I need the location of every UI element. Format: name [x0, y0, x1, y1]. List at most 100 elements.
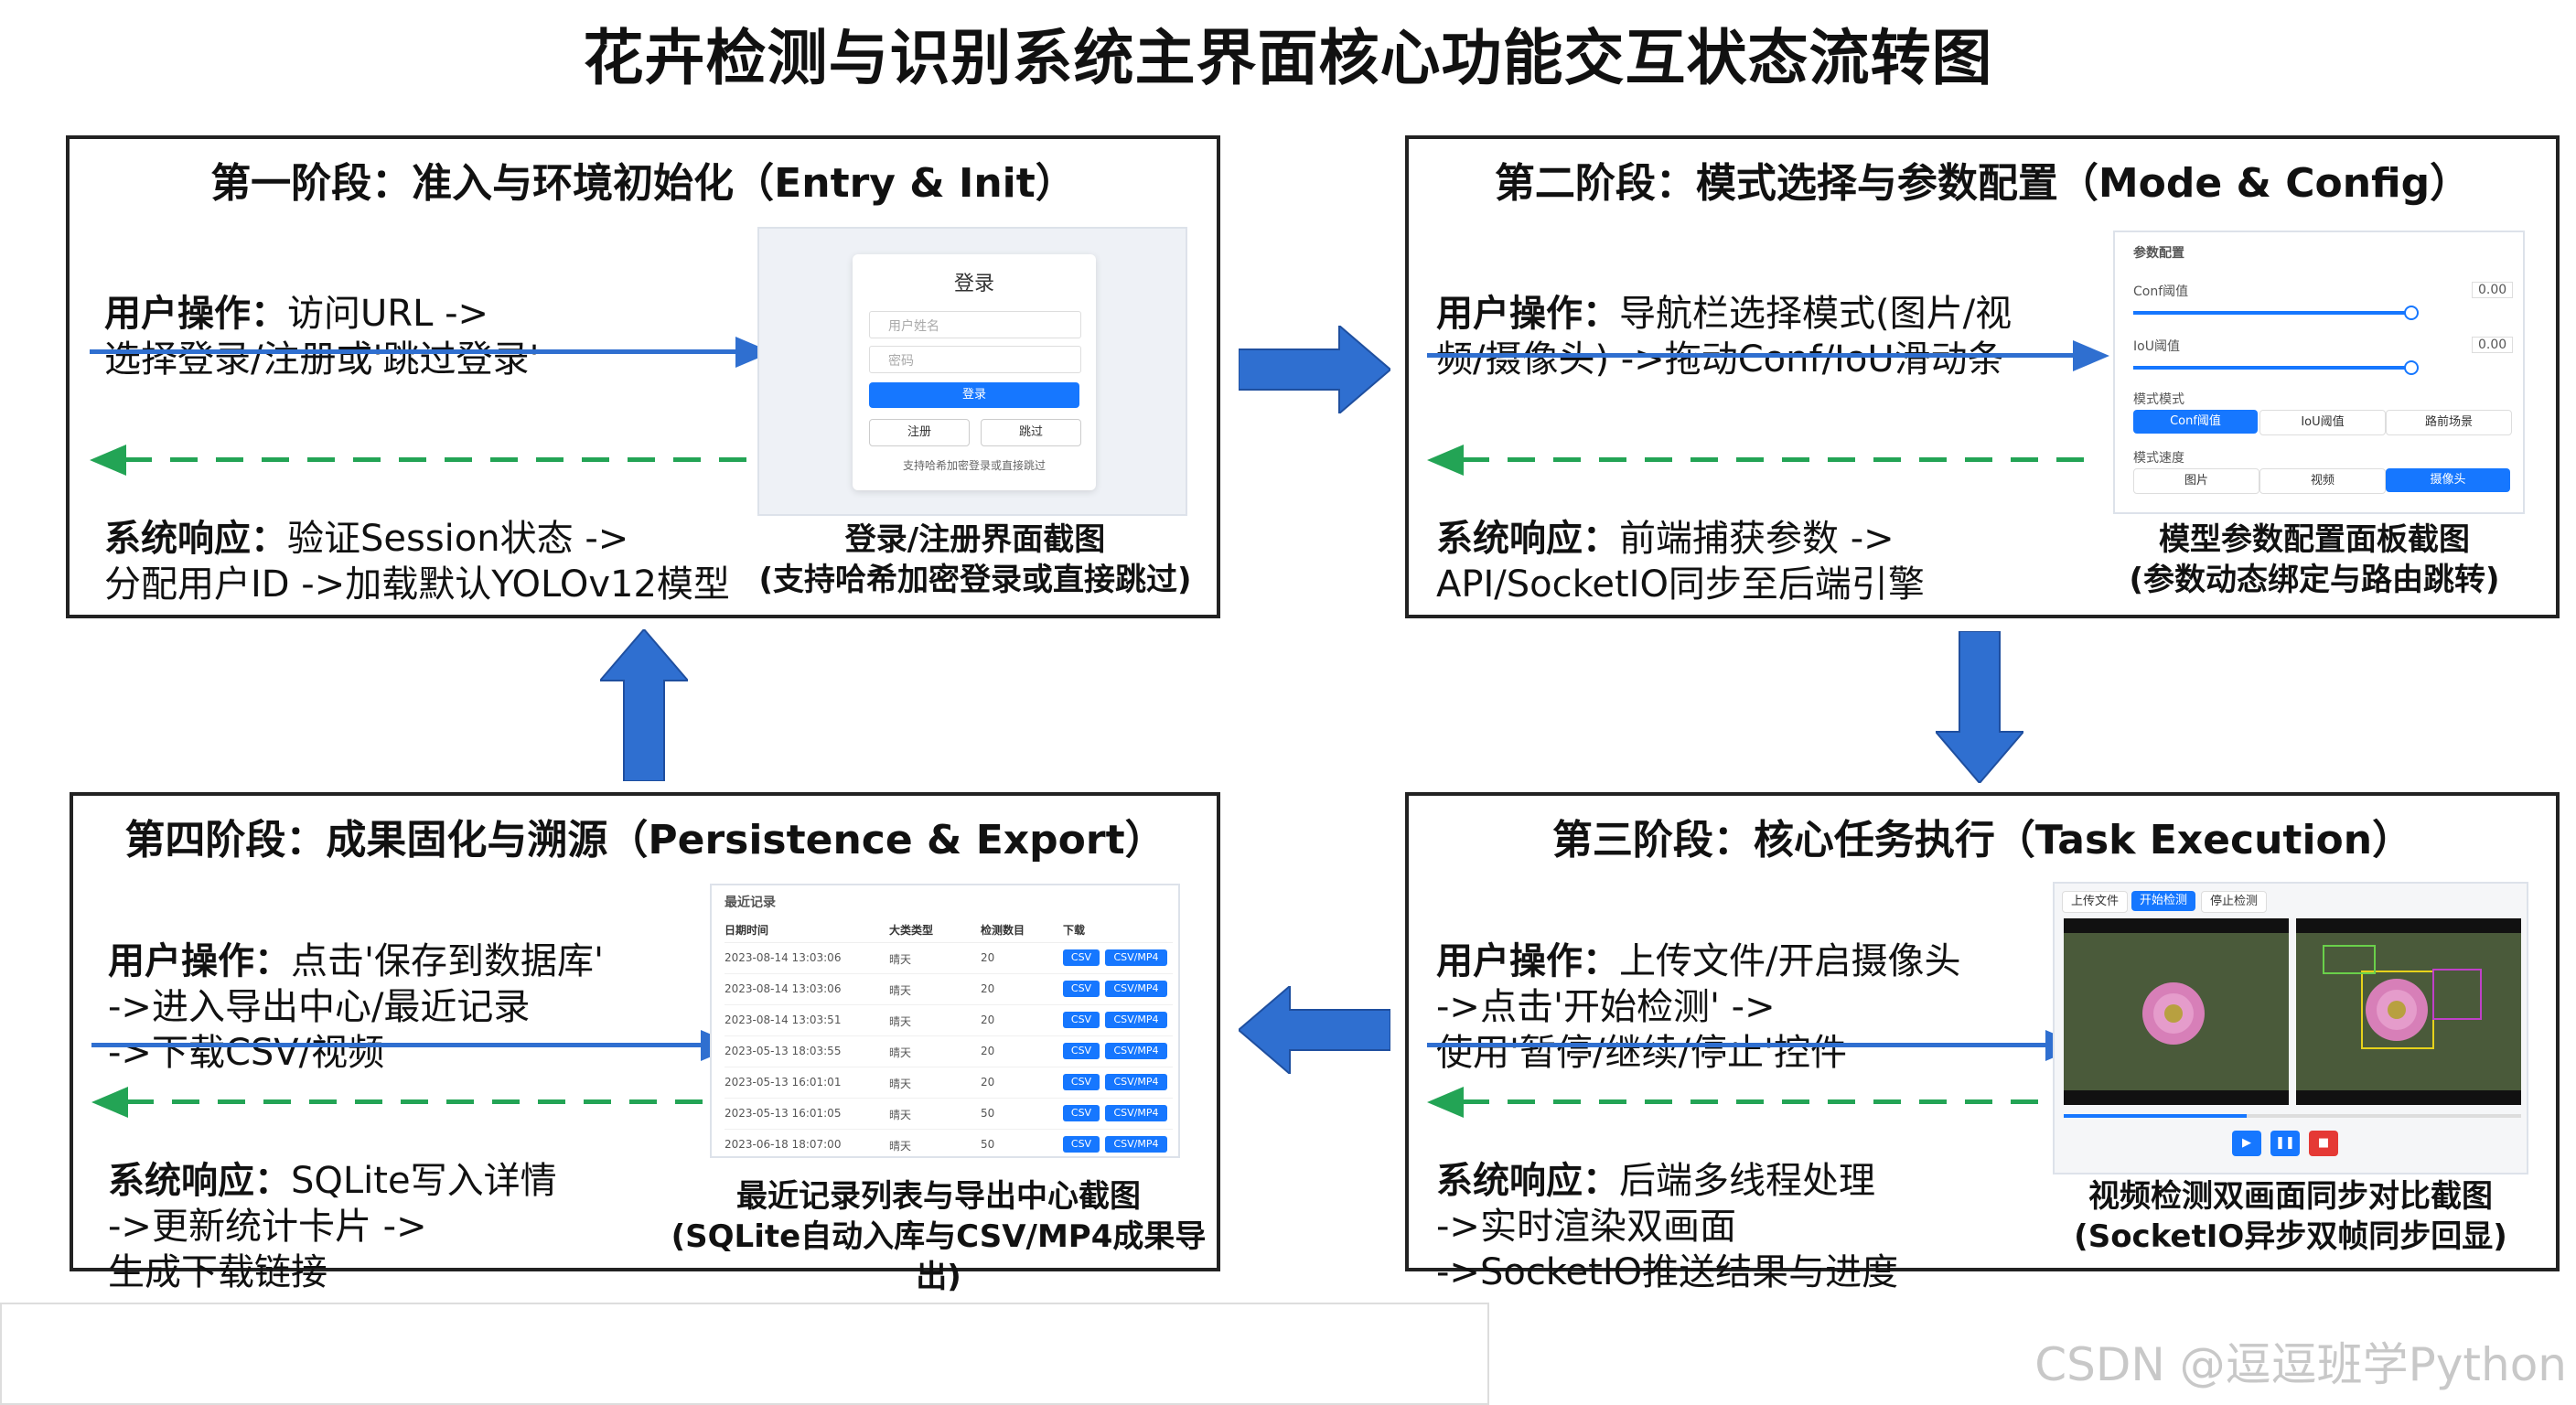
flow-arrow-down: [1936, 631, 2023, 783]
diagram-title: 花卉检测与识别系统主界面核心功能交互状态流转图: [583, 23, 1993, 93]
download-csv-button[interactable]: CSV: [1063, 981, 1100, 997]
password-placeholder: 密码: [888, 354, 914, 369]
user-op-text: 上传文件/开启摄像头 ->点击'开始检测' -> 使用'暂停/继续/停止'控件: [1436, 940, 1961, 1074]
speed-tab-video[interactable]: 视频: [2259, 468, 2386, 494]
stage-4-user-op: 用户操作：点击'保存到数据库' ->进入导出中心/最近记录 ->下载CSV/视频: [108, 893, 604, 1076]
mode-label: 模式模式: [2133, 392, 2184, 407]
stage-1-sys-resp: 系统响应：验证Session状态 -> 分配用户ID ->加载默认YOLOv12…: [104, 470, 730, 607]
flow-arrow-left: [1239, 986, 1390, 1074]
table-cell: 20: [981, 1014, 995, 1026]
stage-2-title: 第二阶段：模式选择与参数配置（Mode & Config）: [1494, 160, 2471, 207]
stage-2-caption: 模型参数配置面板截图 (参数动态绑定与路由跳转): [2129, 521, 2500, 598]
download-mp4-button[interactable]: CSV/MP4: [1105, 1074, 1167, 1090]
table-cell: 2023-05-13 18:03:55: [724, 1045, 842, 1057]
download-csv-button[interactable]: CSV: [1063, 1105, 1100, 1121]
watermark: CSDN @逗逗班学Python: [2034, 1338, 2567, 1391]
tab-upload[interactable]: 上传文件: [2062, 891, 2128, 913]
stage-1-caption: 登录/注册界面截图 (支持哈希加密登录或直接跳过): [758, 521, 1192, 598]
flow-arrow-up: [600, 629, 688, 781]
download-csv-button[interactable]: CSV: [1063, 1074, 1100, 1090]
sys-resp-text: 验证Session状态 -> 分配用户ID ->加载默认YOLOv12模型: [104, 518, 730, 606]
table-cell: 20: [981, 951, 995, 964]
username-placeholder: 用户姓名: [888, 319, 939, 334]
table-cell: 2023-05-13 16:01:05: [724, 1107, 842, 1120]
stage-1-user-op: 用户操作：访问URL -> 选择登录/注册或'跳过登录': [104, 245, 539, 382]
conf-slider[interactable]: [2133, 311, 2408, 315]
download-mp4-button[interactable]: CSV/MP4: [1105, 981, 1167, 997]
table-cell: 晴天: [889, 1140, 912, 1153]
column-header: 大类类型: [889, 924, 934, 937]
download-csv-button[interactable]: CSV: [1063, 1043, 1100, 1059]
tab-start-detect[interactable]: 开始检测: [2131, 891, 2195, 911]
table-cell: 晴天: [889, 953, 912, 966]
user-op-text: 点击'保存到数据库' ->进入导出中心/最近记录 ->下载CSV/视频: [108, 940, 604, 1074]
table-cell: 晴天: [889, 1078, 912, 1090]
user-op-key: 用户操作：: [1436, 940, 1619, 982]
table-cell: 50: [981, 1107, 995, 1120]
login-screenshot: 登录 用户姓名 密码 登录 注册 跳过 支持哈希加密登录或直接跳过: [757, 227, 1187, 516]
download-csv-button[interactable]: CSV: [1063, 1136, 1100, 1153]
play-button[interactable]: ▶: [2232, 1131, 2261, 1156]
download-mp4-button[interactable]: CSV/MP4: [1105, 1043, 1167, 1059]
stop-button[interactable]: ■: [2309, 1131, 2338, 1156]
iou-slider-handle[interactable]: [2404, 360, 2419, 375]
sys-resp-key: 系统响应：: [1436, 1160, 1619, 1202]
table-row: 2023-08-14 13:03:51 晴天 20 CSV CSV/MP4: [724, 1005, 1173, 1036]
table-cell: 20: [981, 1076, 995, 1089]
response-arrow-line: [1462, 457, 2102, 462]
column-header: 检测数目: [981, 924, 1025, 937]
login-button[interactable]: 登录: [869, 382, 1079, 408]
table-cell: 20: [981, 1045, 995, 1057]
conf-slider-handle[interactable]: [2404, 306, 2419, 320]
table-row: 2023-05-13 18:03:55 晴天 20 CSV CSV/MP4: [724, 1036, 1173, 1067]
response-arrow-line: [126, 1099, 748, 1104]
download-mp4-button[interactable]: CSV/MP4: [1105, 1012, 1167, 1028]
table-cell: 50: [981, 1138, 995, 1151]
column-header: 日期时间: [724, 924, 769, 937]
user-op-text: 导航栏选择模式(图片/视 频/摄像头) ->拖动Conf/IoU滑动条: [1436, 293, 2012, 381]
mode-tab-conf[interactable]: Conf阈值: [2133, 410, 2258, 434]
login-hint: 支持哈希加密登录或直接跳过: [902, 459, 1046, 472]
download-csv-button[interactable]: CSV: [1063, 1012, 1100, 1028]
sys-resp-text: SQLite写入详情 ->更新统计卡片 -> 生成下载链接: [108, 1160, 557, 1293]
speed-tab-camera[interactable]: 摄像头: [2386, 468, 2510, 492]
password-field[interactable]: 密码: [869, 346, 1081, 373]
download-csv-button[interactable]: CSV: [1063, 949, 1100, 966]
response-arrow-head: [1427, 1087, 1464, 1118]
response-arrow-head: [90, 445, 126, 476]
param-panel-screenshot: 参数配置 Conf阈值 0.00 IoU阈值 0.00 模式模式 Conf阈值 …: [2113, 231, 2525, 514]
mode-tab-scene[interactable]: 路前场景: [2386, 410, 2512, 435]
download-mp4-button[interactable]: CSV/MP4: [1105, 1105, 1167, 1121]
iou-value: 0.00: [2472, 337, 2514, 353]
pause-button[interactable]: ❚❚: [2270, 1131, 2300, 1156]
user-op-text: 访问URL -> 选择登录/注册或'跳过登录': [104, 293, 540, 381]
register-button[interactable]: 注册: [869, 419, 970, 446]
request-arrow-head: [735, 337, 772, 368]
iou-slider[interactable]: [2133, 366, 2408, 370]
table-cell: 晴天: [889, 1015, 912, 1028]
table-cell: 晴天: [889, 1046, 912, 1059]
login-card: 登录 用户姓名 密码 登录 注册 跳过 支持哈希加密登录或直接跳过: [853, 254, 1096, 490]
user-op-key: 用户操作：: [108, 940, 291, 982]
speed-tab-image[interactable]: 图片: [2133, 468, 2259, 494]
download-mp4-button[interactable]: CSV/MP4: [1105, 1136, 1167, 1153]
username-field[interactable]: 用户姓名: [869, 311, 1081, 338]
conf-label: Conf阈值: [2133, 284, 2189, 299]
skip-button[interactable]: 跳过: [981, 419, 1081, 446]
stage-1-title: 第一阶段：准入与环境初始化（Entry & Init）: [210, 160, 1076, 207]
table-cell: 2023-08-14 13:03:06: [724, 982, 842, 995]
table-header: 最近记录: [724, 896, 776, 910]
tab-stop-detect[interactable]: 停止检测: [2201, 891, 2267, 913]
stage-4-title: 第四阶段：成果固化与溯源（Persistence & Export）: [124, 817, 1165, 863]
download-mp4-button[interactable]: CSV/MP4: [1105, 949, 1167, 966]
mode-tab-iou[interactable]: IoU阈值: [2259, 410, 2386, 435]
sys-resp-key: 系统响应：: [104, 518, 287, 560]
response-arrow-line: [1462, 1099, 2084, 1104]
stage-3-caption: 视频检测双画面同步对比截图 (SocketIO异步双帧同步回显): [2074, 1178, 2507, 1255]
table-cell: 2023-08-14 13:03:51: [724, 1014, 842, 1026]
blank-panel: [0, 1303, 1489, 1405]
progress-bar[interactable]: [2064, 1114, 2521, 1118]
